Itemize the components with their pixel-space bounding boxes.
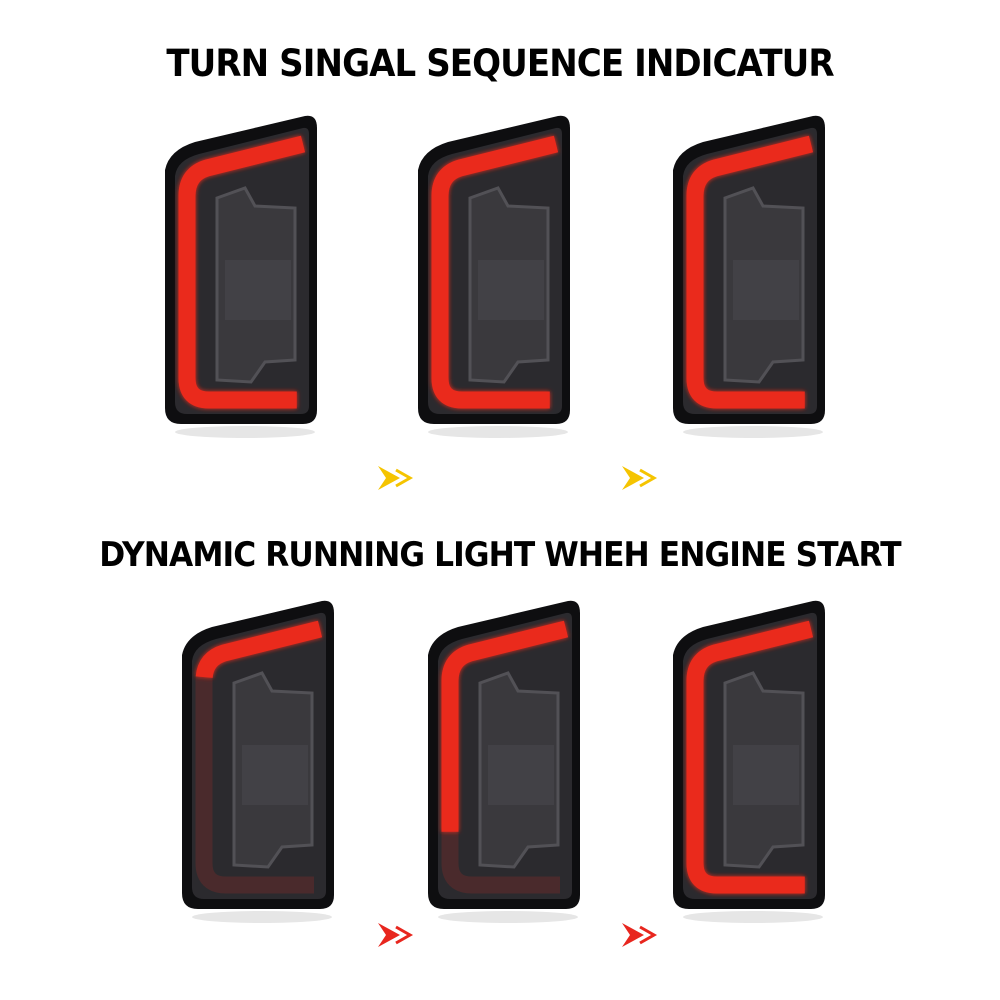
tail-light-turn-step-1 [155,110,325,440]
chevron-right-icon [622,466,658,490]
reflection [683,911,823,923]
tail-light-run-step-1 [172,595,342,925]
turn-sequence-arrows [80,466,920,490]
red-light-bar [686,135,814,409]
reflection [175,426,315,438]
red-light-bar [195,620,323,894]
chevron-right-icon [378,466,414,490]
turn-signal-title: TURN SINGAL SEQUENCE INDICATUR [166,42,834,85]
reflection [192,911,332,923]
reflection [428,426,568,438]
tail-light-turn-step-3 [663,110,833,440]
tail-light-run-step-3 [663,595,833,925]
reflection [438,911,578,923]
running-light-title: DYNAMIC RUNNING LIGHT WHEH ENGINE START [99,535,901,575]
red-light-bar [431,135,559,409]
red-light-bar [178,135,306,409]
chevron-right-icon [378,923,414,947]
red-light-bar [686,620,814,894]
tail-light-turn-step-2 [408,110,578,440]
red-light-bar [441,620,569,894]
chevron-right-icon [622,923,658,947]
reflection [683,426,823,438]
tail-light-run-step-2 [418,595,588,925]
running-sequence-arrows [80,923,920,947]
